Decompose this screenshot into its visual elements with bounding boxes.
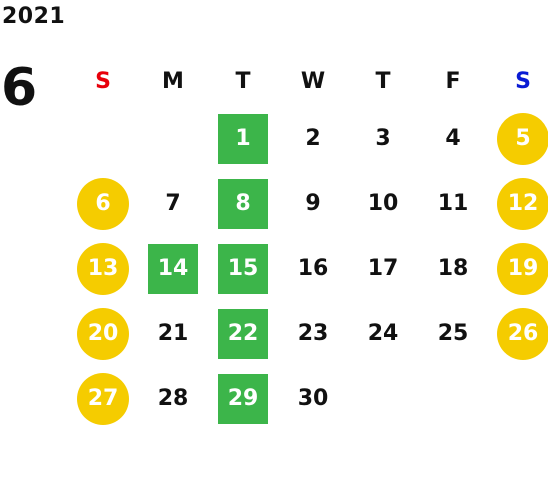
weekday-header-wednesday: W bbox=[300, 68, 326, 94]
calendar-day-cell: 24 bbox=[348, 301, 418, 366]
calendar-day-cell: 25 bbox=[418, 301, 488, 366]
calendar-empty-cell bbox=[68, 106, 138, 171]
calendar-day-cell: 6 bbox=[68, 171, 138, 236]
weekend-day-number: 19 bbox=[497, 242, 548, 295]
day-number: 16 bbox=[297, 256, 329, 281]
day-number: 17 bbox=[367, 256, 399, 281]
day-number: 2 bbox=[305, 126, 321, 151]
calendar-day-cell: 5 bbox=[488, 106, 548, 171]
weekday-header-monday: M bbox=[162, 68, 184, 94]
calendar-day-cell: 26 bbox=[488, 301, 548, 366]
calendar-day-cell: 18 bbox=[418, 236, 488, 301]
highlighted-day-number: 15 bbox=[218, 243, 268, 294]
calendar-day-cell: 7 bbox=[138, 171, 208, 236]
weekend-day-number: 13 bbox=[77, 242, 129, 295]
weekday-header-saturday: S bbox=[515, 68, 531, 94]
calendar-month: 6 bbox=[1, 58, 38, 118]
day-number: 11 bbox=[437, 191, 469, 216]
day-number: 4 bbox=[445, 126, 461, 151]
weekend-day-number: 26 bbox=[497, 307, 548, 360]
calendar-empty-cell bbox=[418, 366, 488, 431]
weekday-header-sunday: S bbox=[95, 68, 111, 94]
calendar-day-cell: 14 bbox=[138, 236, 208, 301]
day-number: 3 bbox=[375, 126, 391, 151]
day-number: 21 bbox=[157, 321, 189, 346]
calendar-day-cell: 16 bbox=[278, 236, 348, 301]
calendar-day-cell: 13 bbox=[68, 236, 138, 301]
calendar-empty-cell bbox=[138, 106, 208, 171]
weekend-day-number: 5 bbox=[497, 112, 548, 165]
weekday-header-friday: F bbox=[445, 68, 461, 94]
calendar-day-cell: 12 bbox=[488, 171, 548, 236]
day-number: 7 bbox=[165, 191, 181, 216]
highlighted-day-number: 1 bbox=[218, 113, 268, 164]
day-number: 28 bbox=[157, 386, 189, 411]
calendar-day-cell: 28 bbox=[138, 366, 208, 431]
day-number: 10 bbox=[367, 191, 399, 216]
calendar-day-cell: 3 bbox=[348, 106, 418, 171]
weekend-day-number: 20 bbox=[77, 307, 129, 360]
calendar-day-cell: 9 bbox=[278, 171, 348, 236]
day-number: 18 bbox=[437, 256, 469, 281]
weekday-header-tuesday: T bbox=[235, 68, 251, 94]
day-number: 30 bbox=[297, 386, 329, 411]
calendar-day-cell: 19 bbox=[488, 236, 548, 301]
calendar-day-cell: 29 bbox=[208, 366, 278, 431]
day-number: 24 bbox=[367, 321, 399, 346]
calendar-day-cell: 1 bbox=[208, 106, 278, 171]
calendar-day-cell: 15 bbox=[208, 236, 278, 301]
calendar-day-cell: 10 bbox=[348, 171, 418, 236]
highlighted-day-number: 29 bbox=[218, 373, 268, 424]
calendar-day-cell: 4 bbox=[418, 106, 488, 171]
weekend-day-number: 27 bbox=[77, 372, 129, 425]
calendar-day-cell: 8 bbox=[208, 171, 278, 236]
calendar-day-cell: 21 bbox=[138, 301, 208, 366]
highlighted-day-number: 22 bbox=[218, 308, 268, 359]
highlighted-day-number: 14 bbox=[148, 243, 198, 294]
calendar-day-cell: 27 bbox=[68, 366, 138, 431]
calendar-day-cell: 23 bbox=[278, 301, 348, 366]
calendar-day-cell: 22 bbox=[208, 301, 278, 366]
day-number: 25 bbox=[437, 321, 469, 346]
calendar-day-cell: 30 bbox=[278, 366, 348, 431]
calendar-day-cell: 20 bbox=[68, 301, 138, 366]
highlighted-day-number: 8 bbox=[218, 178, 268, 229]
weekday-header-thursday: T bbox=[375, 68, 391, 94]
calendar-year: 2021 bbox=[2, 4, 66, 29]
calendar-empty-cell bbox=[348, 366, 418, 431]
day-number: 9 bbox=[305, 191, 321, 216]
calendar-empty-cell bbox=[488, 366, 548, 431]
weekend-day-number: 12 bbox=[497, 177, 548, 230]
calendar-day-cell: 11 bbox=[418, 171, 488, 236]
calendar-day-cell: 17 bbox=[348, 236, 418, 301]
weekend-day-number: 6 bbox=[77, 177, 129, 230]
day-number: 23 bbox=[297, 321, 329, 346]
calendar-day-cell: 2 bbox=[278, 106, 348, 171]
